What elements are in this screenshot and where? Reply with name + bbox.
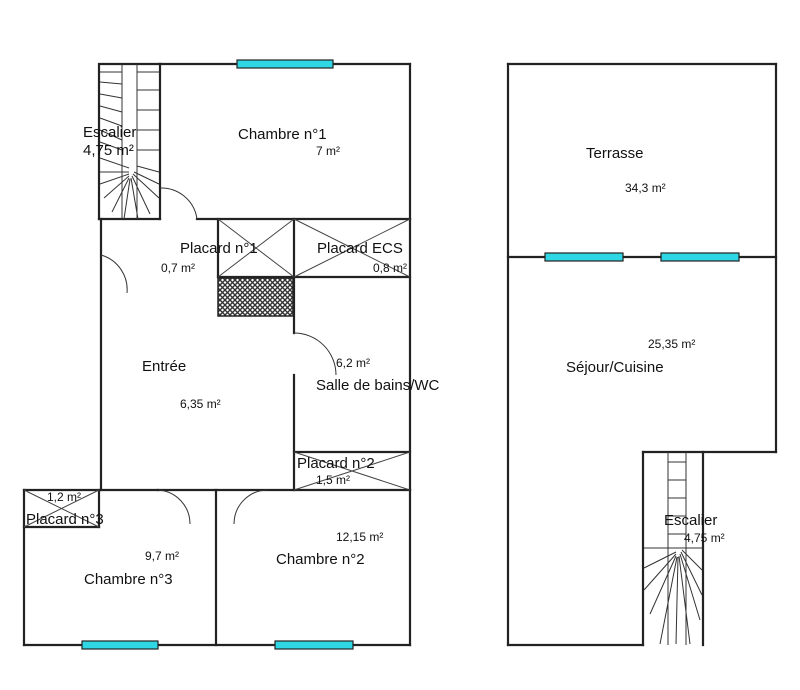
- chambre1-name: Chambre n°1: [238, 126, 327, 143]
- terrasse-area: 34,3 m²: [625, 181, 666, 195]
- entree-area: 6,35 m²: [180, 397, 221, 411]
- placard2-name: Placard n°2: [297, 455, 375, 472]
- right-windows: [544, 252, 740, 262]
- sdb-name: Salle de bains/WC: [316, 377, 440, 394]
- hatched-block: [217, 277, 294, 317]
- placard3-area: 1,2 m²: [47, 490, 81, 504]
- right-plan-walls: [506, 62, 778, 647]
- sejour-name: Séjour/Cuisine: [566, 359, 664, 376]
- placard-ecs-area: 0,8 m²: [373, 261, 407, 275]
- escalier1-area: 4,75 m²: [83, 142, 134, 159]
- placard1-name: Placard n°1: [180, 240, 258, 257]
- chambre3-name: Chambre n°3: [84, 571, 173, 588]
- escalier1-name: Escalier: [83, 124, 136, 141]
- staircase-1: [99, 64, 160, 220]
- window-sejour-2: [660, 252, 740, 262]
- chambre3-area: 9,7 m²: [145, 549, 179, 563]
- placard-crosses: [23, 218, 411, 528]
- sejour-area: 25,35 m²: [648, 337, 695, 351]
- placard2-area: 1,5 m²: [316, 473, 350, 487]
- staircase-2: [643, 452, 703, 645]
- window-sejour-1: [544, 252, 624, 262]
- doors: [100, 187, 337, 525]
- terrasse-name: Terrasse: [586, 145, 644, 162]
- placard1-area: 0,7 m²: [161, 261, 195, 275]
- escalier2-area: 4,75 m²: [684, 531, 725, 545]
- placard-ecs-name: Placard ECS: [317, 240, 403, 257]
- chambre1-area: 7 m²: [316, 144, 340, 158]
- chambre2-area: 12,15 m²: [336, 530, 383, 544]
- escalier2-name: Escalier: [664, 512, 717, 529]
- sdb-area: 6,2 m²: [336, 356, 370, 370]
- left-plan-walls: [22, 62, 412, 647]
- left-windows: [81, 59, 354, 650]
- window-chambre3: [81, 640, 159, 650]
- placard3-name: Placard n°3: [26, 511, 104, 528]
- chambre2-name: Chambre n°2: [276, 551, 365, 568]
- entree-name: Entrée: [142, 358, 186, 375]
- window-chambre2: [274, 640, 354, 650]
- window-chambre1: [236, 59, 334, 69]
